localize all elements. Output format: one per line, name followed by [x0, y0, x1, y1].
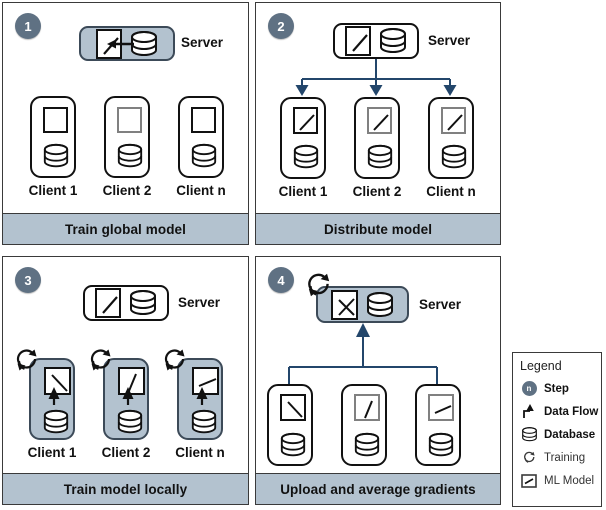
ml-model-icon	[293, 107, 318, 134]
client-label-2-1: Client 1	[278, 184, 328, 199]
panel-3-body: 3 Server	[3, 257, 248, 474]
step-badge-letter: n	[521, 381, 537, 396]
client-node-1-3[interactable]	[178, 96, 224, 178]
client-node-2-2[interactable]	[354, 97, 400, 179]
panel-4-caption: Upload and average gradients	[256, 473, 500, 504]
database-icon	[293, 144, 319, 169]
client-label-3-2: Client 2	[101, 445, 151, 460]
legend-label-data-flow: Data Flow	[544, 405, 599, 418]
ml-model-icon	[192, 367, 219, 395]
panel-step-3: 3 Server	[2, 256, 249, 505]
database-icon	[366, 291, 393, 317]
panel-4-body: 4 Server	[256, 257, 500, 486]
data-flow-arrow-icon	[520, 403, 538, 421]
database-icon	[43, 143, 69, 168]
database-icon	[428, 432, 454, 457]
ml-model-icon	[43, 107, 68, 133]
database-icon	[130, 30, 157, 56]
client-label-3-1: Client 1	[27, 445, 77, 460]
step-badge-2: 2	[268, 13, 294, 39]
server-label-4: Server	[419, 297, 462, 312]
training-cycle-icon	[16, 349, 37, 371]
client-label-3-3: Client n	[175, 445, 225, 460]
panel-1-caption: Train global model	[3, 213, 248, 244]
database-icon	[43, 409, 69, 434]
ml-model-icon	[191, 107, 216, 133]
client-node-4-3[interactable]	[415, 384, 461, 466]
server-node-3[interactable]	[83, 285, 169, 321]
legend-item-training: Training	[520, 446, 601, 469]
legend-label-step: Step	[544, 382, 569, 395]
database-icon	[117, 143, 143, 168]
ml-model-icon	[354, 394, 380, 421]
database-icon	[280, 432, 306, 457]
client-node-1-1[interactable]	[30, 96, 76, 178]
server-label-1: Server	[181, 35, 224, 50]
panel-3-caption: Train model locally	[3, 473, 248, 504]
client-label-2-3: Client n	[426, 184, 476, 199]
training-cycle-icon	[308, 273, 330, 297]
ml-model-icon	[44, 367, 71, 395]
database-icon	[354, 432, 380, 457]
server-node-2[interactable]	[333, 23, 419, 59]
training-cycle-icon	[90, 349, 111, 371]
panel-1-body: 1 Server	[3, 3, 248, 214]
ml-model-icon	[117, 107, 142, 133]
ml-model-icon	[367, 107, 392, 134]
ml-model-icon	[280, 394, 306, 421]
client-node-2-3[interactable]	[428, 97, 474, 179]
client-node-4-2[interactable]	[341, 384, 387, 466]
client-label-1-1: Client 1	[28, 183, 78, 198]
database-icon	[367, 144, 393, 169]
step-badge-icon: n	[520, 380, 538, 398]
database-icon	[191, 143, 217, 168]
legend-label-training: Training	[544, 451, 586, 464]
database-icon	[379, 28, 406, 53]
database-icon	[441, 144, 467, 169]
ml-model-icon	[94, 288, 121, 318]
training-cycle-icon	[520, 449, 538, 467]
legend-box: Legend n Step Data Flow	[512, 352, 602, 507]
client-label-2-2: Client 2	[352, 184, 402, 199]
training-cycle-icon	[164, 349, 185, 371]
server-node-4[interactable]	[316, 286, 409, 323]
client-label-1-2: Client 2	[102, 183, 152, 198]
client-node-3-2[interactable]	[103, 358, 149, 440]
legend-item-data-flow: Data Flow	[520, 400, 601, 423]
ml-model-icon	[441, 107, 466, 134]
ml-model-icon	[344, 26, 371, 56]
legend-item-ml-model: ML Model	[520, 469, 601, 492]
ml-model-icon	[428, 394, 454, 421]
database-icon	[117, 409, 143, 434]
step-badge-4: 4	[268, 267, 294, 293]
client-node-2-1[interactable]	[280, 97, 326, 179]
step-badge-1: 1	[15, 13, 41, 39]
panel-2-body: 2 Server	[256, 3, 500, 214]
ml-model-icon	[95, 28, 122, 59]
client-node-4-1[interactable]	[267, 384, 313, 466]
database-icon	[520, 426, 538, 444]
legend-item-database: Database	[520, 423, 601, 446]
server-label-3: Server	[178, 295, 221, 310]
server-node-1[interactable]	[79, 26, 175, 61]
panel-2-caption: Distribute model	[256, 213, 500, 244]
client-node-3-3[interactable]	[177, 358, 223, 440]
legend-title: Legend	[520, 359, 562, 373]
legend-label-database: Database	[544, 428, 596, 441]
step-badge-3: 3	[15, 267, 41, 293]
database-icon	[191, 409, 217, 434]
ml-model-icon	[118, 367, 145, 395]
client-label-1-3: Client n	[176, 183, 226, 198]
legend-label-ml-model: ML Model	[544, 474, 595, 487]
database-icon	[129, 290, 156, 315]
ml-model-icon	[330, 289, 358, 320]
server-label-2: Server	[428, 33, 471, 48]
legend-item-step: n Step	[520, 377, 601, 400]
panel-step-2: 2 Server	[255, 2, 501, 245]
panel-step-4: 4 Server	[255, 256, 501, 505]
panel-step-1: 1 Server	[2, 2, 249, 245]
ml-model-icon	[520, 472, 538, 490]
client-node-1-2[interactable]	[104, 96, 150, 178]
